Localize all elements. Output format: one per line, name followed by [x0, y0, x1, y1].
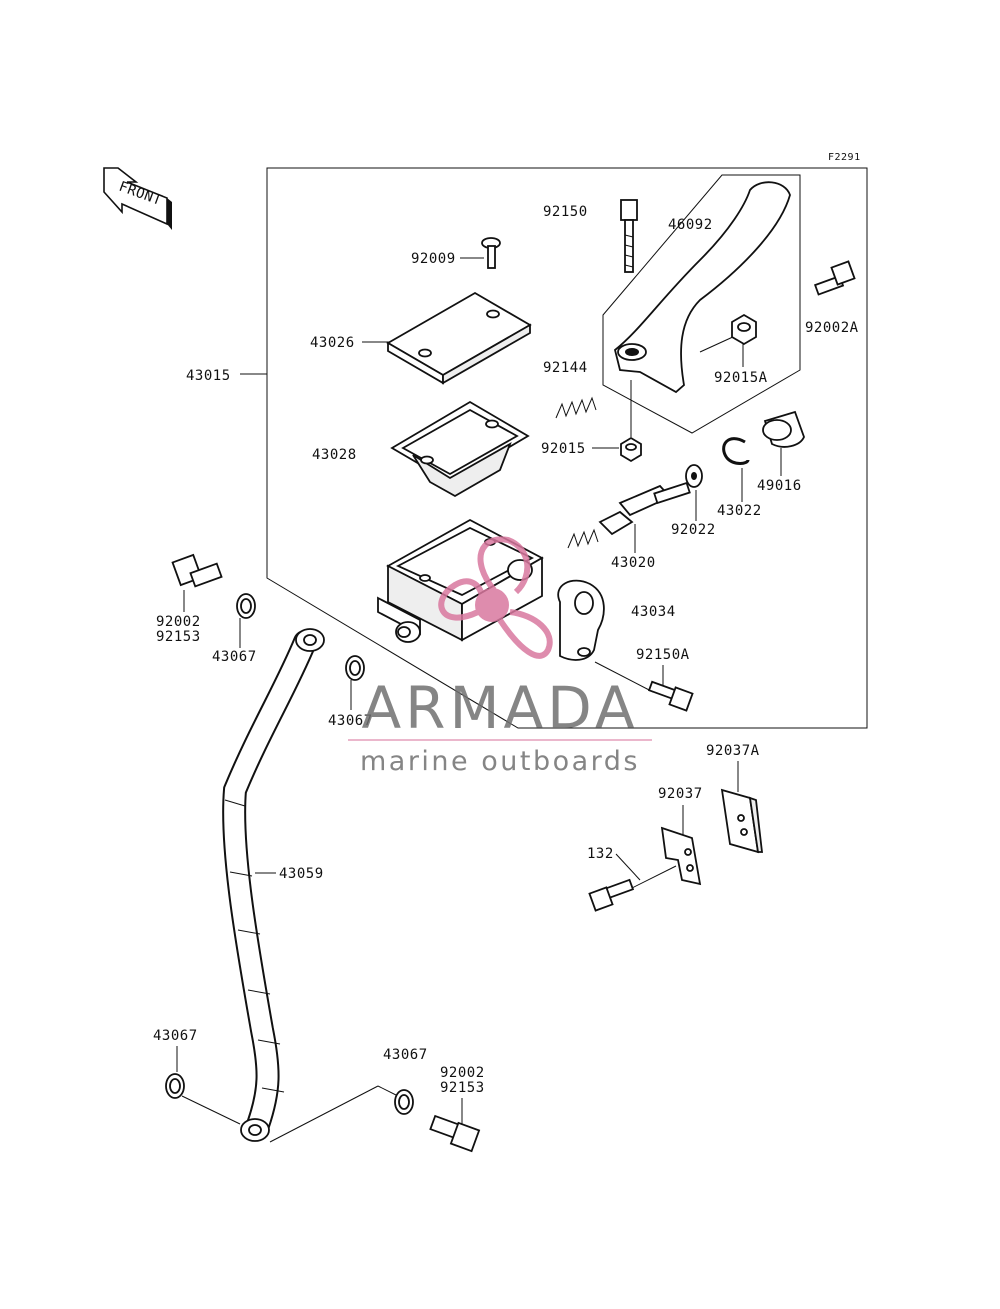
label-43015: 43015: [186, 368, 231, 384]
bracket-92037-icon: [660, 826, 702, 886]
watermark-tagline: marine outboards: [360, 746, 640, 777]
diaphragm-43028-icon: [390, 400, 530, 498]
label-92144: 92144: [543, 360, 588, 376]
figure-code: F2291: [828, 152, 861, 163]
label-92153-bottom: 92153: [440, 1080, 485, 1096]
banjo-bolt-top-icon: [171, 553, 223, 588]
label-43067-a: 43067: [212, 649, 257, 665]
label-43059: 43059: [279, 866, 324, 882]
label-92022: 92022: [671, 522, 716, 538]
bolt-92150A-icon: [647, 680, 694, 712]
armada-watermark: ARMADA marine outboards: [348, 536, 652, 777]
bracket-92037A-icon: [720, 788, 764, 854]
washer-43067-b-icon: [345, 655, 365, 681]
watermark-brand: ARMADA: [361, 674, 638, 742]
front-arrow-icon: FRONT: [103, 167, 172, 230]
label-132: 132: [587, 846, 614, 862]
label-43026: 43026: [310, 335, 355, 351]
label-43067-b: 43067: [328, 713, 373, 729]
piston-43020-icon: [567, 481, 691, 549]
label-92009: 92009: [411, 251, 456, 267]
holder-43034-icon: [557, 579, 605, 661]
label-92150: 92150: [543, 204, 588, 220]
armada-propeller-logo: [438, 536, 553, 659]
label-43067-d: 43067: [383, 1047, 428, 1063]
label-46092: 46092: [668, 217, 713, 233]
brake-hose-43059-icon: [222, 628, 325, 1142]
label-49016: 49016: [757, 478, 802, 494]
boot-49016-icon: [762, 410, 805, 448]
washer-43067-c-icon: [165, 1073, 185, 1099]
washer-43067-a-icon: [236, 593, 256, 619]
circlip-43022-icon: [722, 437, 750, 465]
label-43028: 43028: [312, 447, 357, 463]
washer-43067-d-icon: [394, 1089, 414, 1115]
assembly-outline: [266, 167, 868, 729]
label-43020: 43020: [611, 555, 656, 571]
label-43067-c: 43067: [153, 1028, 198, 1044]
washer-92022-icon: [685, 464, 703, 488]
nut-92015A-icon: [731, 313, 757, 346]
label-92150A: 92150A: [636, 647, 690, 663]
lever-outline: [602, 174, 801, 434]
label-92037: 92037: [658, 786, 703, 802]
label-92002-top: 92002: [156, 614, 201, 630]
nut-92015-icon: [620, 436, 642, 463]
screw-92009-icon: [481, 237, 501, 269]
label-92015A: 92015A: [714, 370, 768, 386]
bolt-92150-icon: [620, 199, 638, 273]
label-92037A: 92037A: [706, 743, 760, 759]
label-92015: 92015: [541, 441, 586, 457]
label-43022: 43022: [717, 503, 762, 519]
label-92002A: 92002A: [805, 320, 859, 336]
label-92153-top: 92153: [156, 629, 201, 645]
label-43034: 43034: [631, 604, 676, 620]
bolt-132-icon: [588, 878, 635, 912]
banjo-bolt-bottom-icon: [429, 1114, 481, 1153]
label-92002-bottom: 92002: [440, 1065, 485, 1081]
lever-46092-icon: [613, 181, 791, 394]
bolt-92002A-icon: [813, 260, 856, 296]
cap-43026-icon: [386, 291, 532, 385]
spring-92144-icon: [555, 396, 597, 419]
